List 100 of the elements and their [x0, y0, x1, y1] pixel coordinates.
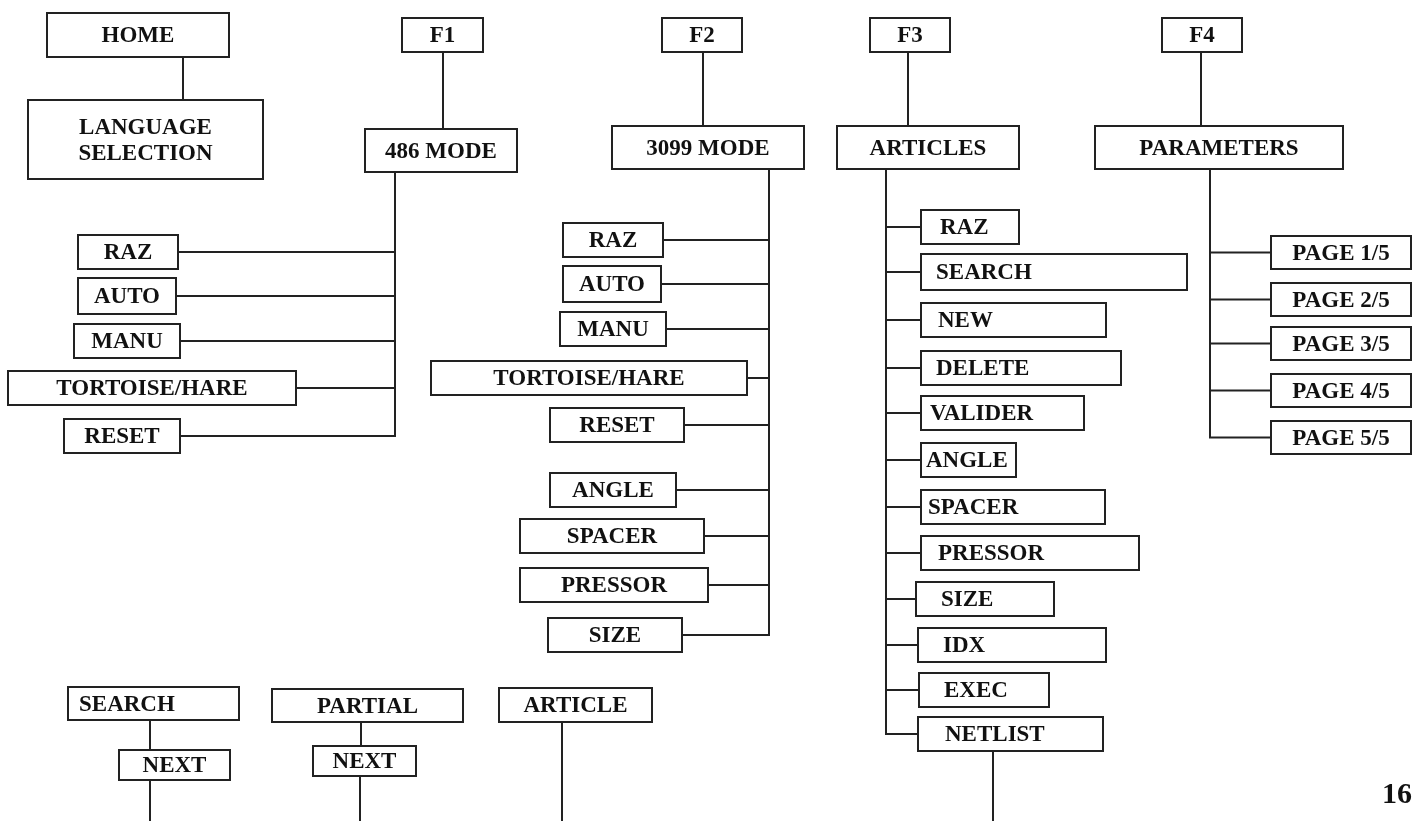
menu-box [1270, 373, 1412, 408]
menu-box [918, 672, 1050, 708]
page-number: 16 [1382, 776, 1412, 810]
menu-box [271, 688, 464, 723]
menu-box [869, 17, 951, 53]
menu-box [46, 12, 230, 58]
menu-box [549, 407, 685, 443]
menu-label: PAGE 2/5 [1292, 286, 1390, 313]
menu-label: RESET [84, 423, 160, 449]
menu-label: ANGLE [572, 477, 654, 503]
menu-box [920, 350, 1122, 386]
menu-box [63, 418, 181, 454]
menu-label: F1 [429, 22, 456, 48]
menu-label: NEW [938, 307, 993, 333]
menu-box [920, 209, 1020, 245]
menu-label: SIZE [588, 622, 642, 648]
connector-line [561, 722, 563, 821]
menu-box [920, 302, 1107, 338]
menu-box [401, 17, 484, 53]
menu-box [1270, 235, 1412, 270]
menu-label: ARTICLES [869, 134, 987, 161]
connector-line [149, 720, 151, 750]
menu-box [7, 370, 297, 406]
menu-box [549, 472, 677, 508]
menu-label: IDX [943, 632, 986, 658]
menu-label: PAGE 1/5 [1292, 239, 1390, 266]
menu-label: SIZE [941, 586, 994, 612]
menu-box [1270, 326, 1412, 361]
menu-label: RESET [579, 412, 655, 438]
menu-box [562, 265, 662, 303]
menu-box [1270, 282, 1412, 317]
menu-label: AUTO [578, 271, 645, 297]
menu-label: PRESSOR [938, 540, 1045, 566]
menu-label: PARTIAL [317, 692, 418, 719]
menu-label: SEARCH [79, 690, 175, 717]
menu-box [917, 716, 1104, 752]
menu-box [519, 518, 705, 554]
menu-box [312, 745, 417, 777]
menu-box [661, 17, 743, 53]
menu-label: ARTICLE [523, 692, 628, 718]
menu-label: LANGUAGE SELECTION [77, 113, 214, 166]
menu-label: F4 [1189, 22, 1215, 48]
menu-label: SPACER [928, 494, 1019, 520]
connector-line [360, 722, 362, 746]
connector-line [992, 751, 994, 821]
menu-label: PAGE 3/5 [1292, 330, 1390, 357]
connector-line [1200, 52, 1202, 126]
menu-box [611, 125, 805, 170]
menu-label: PAGE 5/5 [1292, 424, 1390, 451]
connector-line [442, 52, 444, 129]
menu-box [920, 395, 1085, 431]
menu-label: PARAMETERS [1139, 134, 1299, 161]
menu-box [1161, 17, 1243, 53]
connector-line [182, 57, 184, 100]
menu-box [836, 125, 1020, 170]
menu-box [519, 567, 709, 603]
menu-label: NEXT [332, 748, 397, 774]
connector-line [702, 52, 704, 126]
connector-line [149, 780, 151, 821]
menu-label: MANU [577, 316, 649, 342]
menu-box [920, 535, 1140, 571]
menu-box [67, 686, 240, 721]
menu-label: NETLIST [945, 721, 1045, 747]
menu-label: F3 [897, 22, 923, 48]
menu-box [915, 581, 1055, 617]
menu-box [77, 277, 177, 315]
menu-label: AUTO [93, 283, 160, 309]
menu-label: RAZ [940, 214, 989, 240]
menu-box [1094, 125, 1344, 170]
menu-box [562, 222, 664, 258]
menu-box [498, 687, 653, 723]
menu-label: F2 [689, 22, 715, 48]
menu-label: HOME [101, 22, 175, 48]
menu-box [920, 489, 1106, 525]
menu-label: VALIDER [930, 400, 1034, 426]
menu-label: EXEC [944, 677, 1008, 703]
connector-line [1209, 169, 1271, 439]
menu-label: TORTOISE/HARE [493, 365, 685, 391]
menu-box [920, 253, 1188, 291]
menu-label: 486 MODE [385, 137, 497, 164]
menu-label: SEARCH [936, 259, 1032, 285]
menu-label: TORTOISE/HARE [56, 375, 248, 401]
menu-box [77, 234, 179, 270]
menu-box [1270, 420, 1412, 455]
menu-label: MANU [91, 328, 163, 354]
connector-line [359, 776, 361, 821]
menu-box [547, 617, 683, 653]
menu-box [559, 311, 667, 347]
menu-label: DELETE [936, 355, 1030, 381]
menu-label: RAZ [103, 239, 153, 265]
menu-box [920, 442, 1017, 478]
menu-box [27, 99, 264, 180]
menu-label: 3099 MODE [646, 134, 770, 161]
menu-label: NEXT [142, 752, 207, 778]
menu-box [430, 360, 748, 396]
menu-label: SPACER [566, 523, 658, 549]
menu-label: RAZ [588, 227, 638, 253]
menu-box [118, 749, 231, 781]
menu-box [73, 323, 181, 359]
menu-label: PRESSOR [560, 572, 668, 598]
